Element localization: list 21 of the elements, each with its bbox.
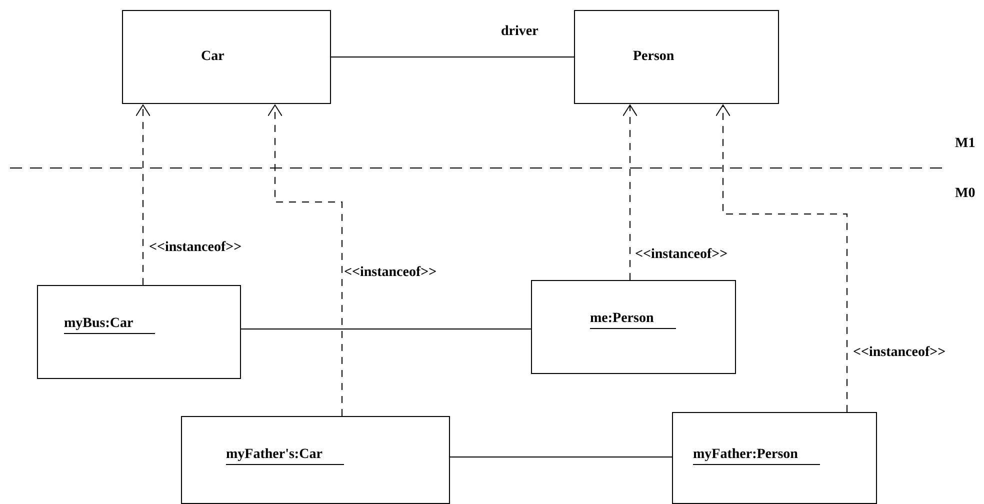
dependency-arrow bbox=[622, 104, 638, 280]
class-name: Person bbox=[633, 49, 674, 65]
association-line bbox=[240, 328, 532, 330]
object-box bbox=[37, 285, 241, 379]
class-box bbox=[574, 10, 779, 104]
class-box bbox=[122, 10, 331, 104]
dependency-arrow bbox=[136, 104, 150, 286]
object-name: myBus:Car bbox=[64, 316, 156, 334]
object-box bbox=[531, 280, 736, 374]
object-name: myFather's:Car bbox=[226, 447, 344, 465]
object-box bbox=[181, 416, 450, 504]
object-box bbox=[672, 412, 877, 504]
level-label: M1 bbox=[955, 136, 976, 152]
object-name: myFather:Person bbox=[693, 447, 820, 465]
dependency-arrow bbox=[268, 104, 342, 416]
association-line bbox=[450, 456, 672, 458]
object-name: me:Person bbox=[590, 311, 676, 329]
dependency-arrow bbox=[716, 104, 848, 412]
level-label: M0 bbox=[955, 186, 976, 202]
class-name: Car bbox=[201, 49, 224, 65]
association-line bbox=[330, 56, 574, 58]
